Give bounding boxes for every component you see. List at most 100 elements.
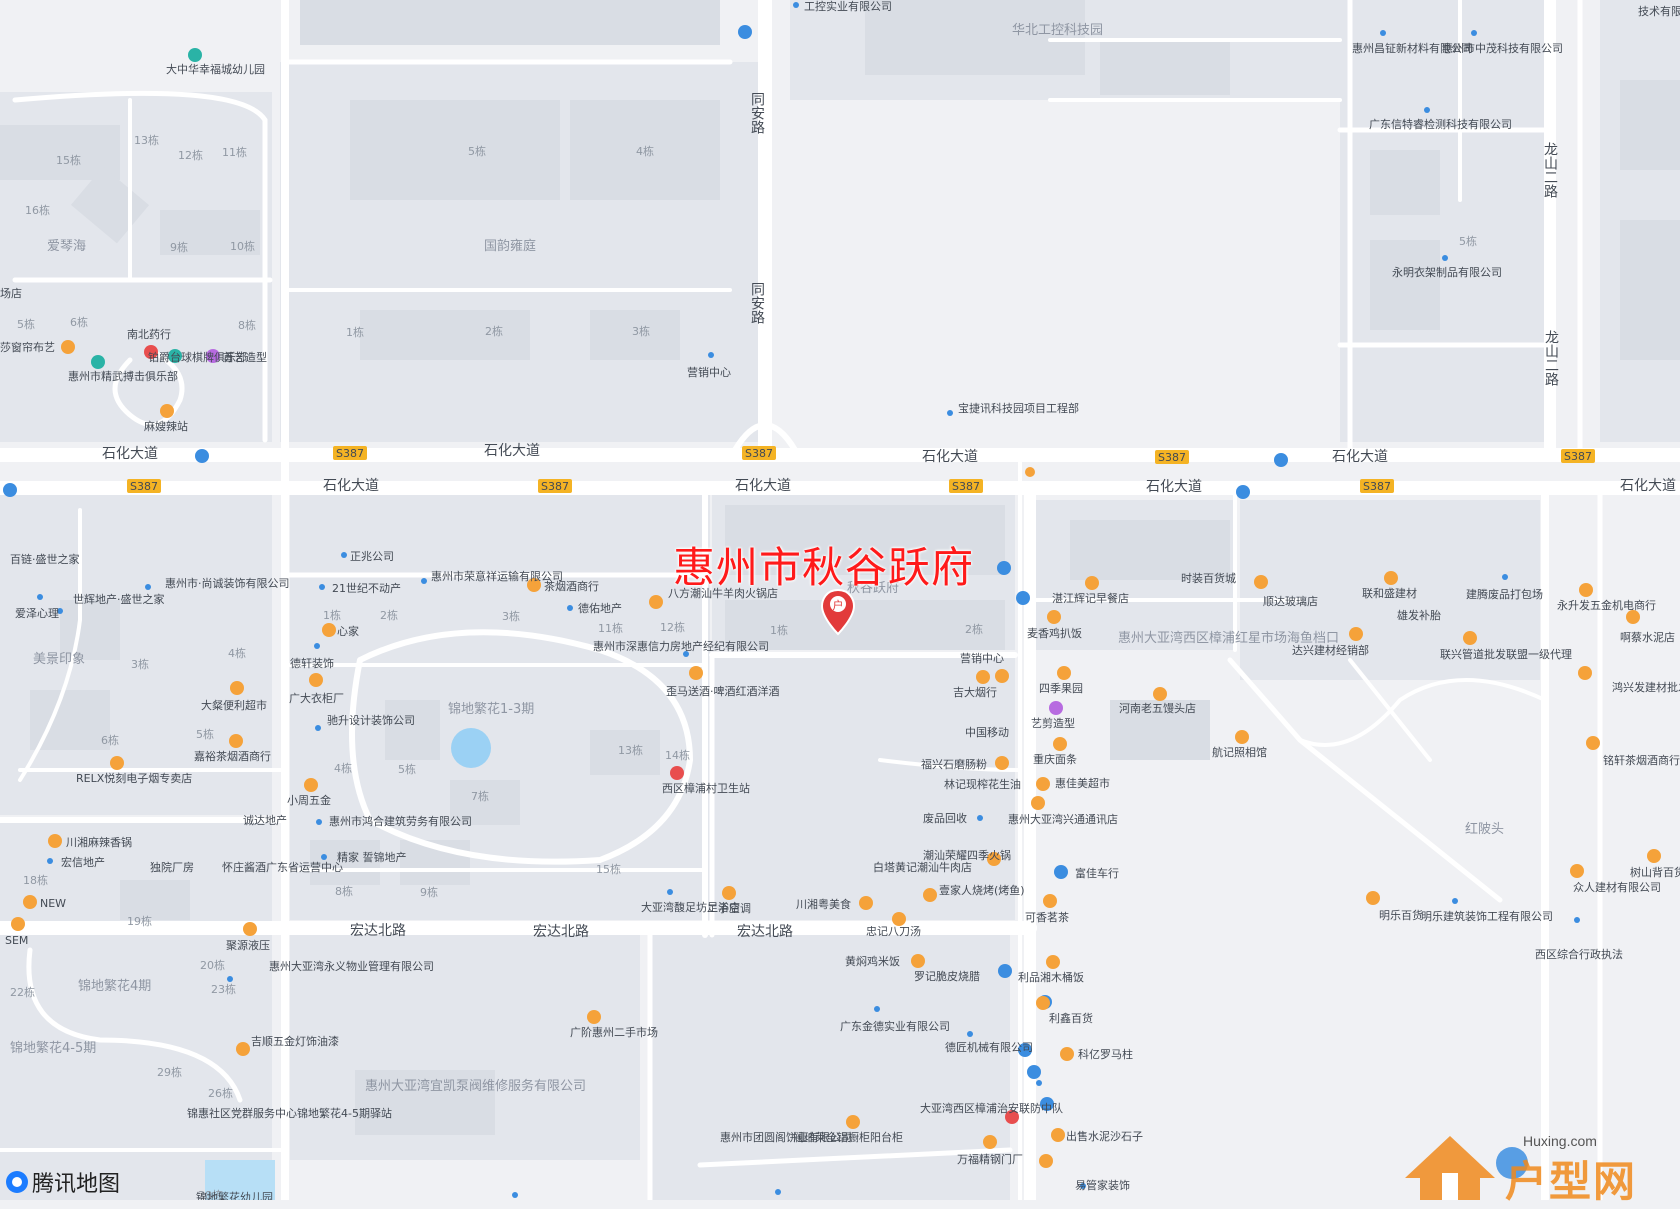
poi-label: 万福精钢门厂: [957, 1152, 1023, 1166]
shop-icon: [243, 922, 257, 936]
poi-label: 湛江辉记早餐店: [1052, 591, 1129, 605]
road-label-hongda: 宏达北路: [350, 923, 406, 939]
area-label: 锦地繁花4期: [78, 978, 151, 994]
poi-label: 啊蔡水泥店: [1620, 630, 1675, 644]
building-number: 5栋: [468, 144, 486, 158]
poi-label: 德轩装饰: [290, 656, 334, 670]
road-label-longshan: 龙山二路: [1542, 142, 1558, 198]
poi-dots[interactable]: [37, 2, 1580, 1198]
poi-label: 惠佳美超市: [1055, 776, 1110, 790]
poi-label: 百链·盛世之家: [10, 552, 80, 566]
building-number: 5栋: [17, 317, 35, 331]
building-number: 8栋: [335, 884, 353, 898]
pond: [451, 728, 491, 768]
building-number: 12栋: [660, 620, 685, 634]
highway-badge: S387: [745, 447, 773, 460]
parking-icon: [738, 25, 752, 39]
building-number: 11栋: [598, 621, 623, 635]
poi-label: 鸿兴发建材批发: [1612, 680, 1680, 694]
poi-label: 利鑫百货: [1049, 1011, 1093, 1025]
poi-label: 驰升设计装饰公司: [327, 713, 415, 727]
poi-label: 林记现榨花生油: [944, 777, 1021, 791]
building-number: 23栋: [211, 982, 236, 996]
shop-icon: [689, 666, 703, 680]
highway-badge: S387: [541, 480, 569, 493]
bus-stop-icon: [1236, 485, 1250, 499]
building-number: 9栋: [170, 240, 188, 254]
poi-label: 罗记脆皮烧腊: [914, 969, 980, 983]
poi-label: 八方潮汕牛羊肉火锅店: [668, 586, 778, 600]
area-label: 锦地繁花1-3期: [448, 701, 534, 717]
building-number: 10栋: [230, 239, 255, 253]
poi-label: 时装百货城: [1181, 571, 1236, 585]
building-number: 15栋: [56, 153, 81, 167]
poi-label: RELX悦刻电子烟专卖店: [76, 771, 192, 785]
building-number: 1栋: [770, 623, 788, 637]
road-label-shihua: 石化大道: [484, 443, 540, 459]
poi-label: 西区综合行政执法: [1535, 947, 1623, 961]
poi-label: 惠州市精武搏击俱乐部: [68, 369, 178, 383]
poi-label: 爱泽心理: [15, 607, 59, 620]
poi-label: 大亚湾西区樟浦治安联防中队: [920, 1101, 1063, 1115]
poi-label: 顺达玻璃店: [1263, 594, 1318, 608]
poi-label: 歪马送酒·啤酒红酒洋酒: [666, 684, 780, 698]
location-marker[interactable]: 户 秋谷跃府: [820, 581, 899, 636]
food-icon: [923, 888, 937, 902]
road-label-shihua: 石化大道: [922, 449, 978, 465]
shop-icon: [1349, 627, 1363, 641]
poi-label: 壹家人烧烤(烤鱼): [939, 883, 1025, 897]
building-number: 5栋: [1459, 234, 1477, 248]
shop-icon: [23, 895, 37, 909]
poi-label: 首艺造型: [223, 350, 267, 364]
road-label-shihua: 石化大道: [1332, 449, 1388, 465]
page-title: 惠州市秋谷跃府: [673, 543, 975, 592]
poi-label: 聚源液压: [226, 938, 270, 952]
shop-icon: [304, 778, 318, 792]
pharmacy-icon: [144, 345, 158, 359]
poi-label: 惠州市·尚诚装饰有限公司: [165, 576, 290, 590]
poi-label: 正兆公司: [350, 550, 394, 563]
shop-icon: [846, 1115, 860, 1129]
poi-label: 航记照相馆: [1212, 745, 1267, 759]
shop-icon: [1570, 864, 1584, 878]
poi-label: 出售水泥沙石子: [1066, 1129, 1143, 1143]
building-number: 3栋: [632, 324, 650, 338]
road-label-tongan: 同安路: [749, 282, 765, 324]
shop-icon: [587, 1010, 601, 1024]
building-number: 15栋: [596, 862, 621, 876]
poi-label: 树山背百货: [1630, 865, 1680, 879]
poi-label: 福兴石磨肠粉: [921, 757, 987, 771]
building-number: 13栋: [618, 743, 643, 757]
building-number: 2栋: [380, 608, 398, 622]
poi-label: 利品湘木桶饭: [1018, 970, 1084, 984]
poi-label: 二手空调: [707, 901, 751, 915]
poi-icons[interactable]: [3, 25, 1661, 1168]
poi-label: 富佳车行: [1075, 866, 1119, 880]
road-label-longshan: 龙山二路: [1543, 330, 1559, 386]
poi-label: 澜珀莱全铝橱柜阳台柜: [793, 1130, 903, 1144]
poi-label: 铂爵台球棋牌俱乐部: [148, 350, 247, 364]
poi-label: 锦惠社区党群服务中心锦地繁花4-5期驿站: [187, 1106, 392, 1120]
shop-icon: [1039, 1154, 1053, 1168]
building-number: 1栋: [346, 325, 364, 339]
shop-icon: [61, 340, 75, 354]
building-number: 8栋: [238, 318, 256, 332]
building-number: 5栋: [196, 727, 214, 741]
shop-icon: [1235, 730, 1249, 744]
poi-label: 大中华幸福城幼儿园: [166, 62, 265, 76]
poi-label: 惠州昌钲新材料有限公司: [1352, 41, 1473, 55]
road-label-hongda: 宏达北路: [737, 924, 793, 940]
building-number: 4栋: [636, 144, 654, 158]
poi-label: 忠记八刀汤: [866, 924, 921, 938]
shop-icon: [1366, 891, 1380, 905]
building-number: 4栋: [228, 646, 246, 660]
poi-label: 营销中心: [687, 365, 731, 379]
bus-stop-icon: [1027, 1065, 1041, 1079]
building-number: 20栋: [200, 958, 225, 972]
building-number: 6栋: [70, 315, 88, 329]
poi-label: SEM: [5, 934, 28, 947]
food-icon: [995, 756, 1009, 770]
